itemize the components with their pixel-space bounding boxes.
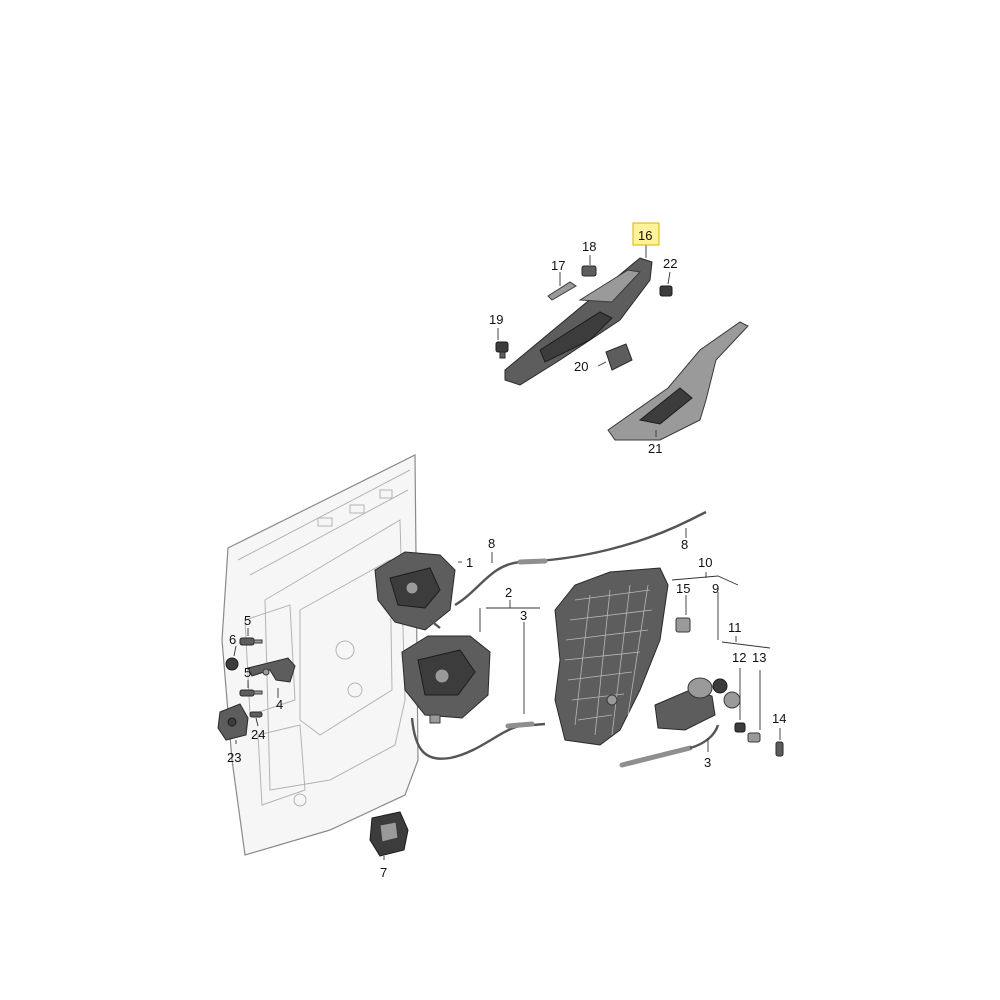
callout-17: 17 bbox=[551, 258, 565, 273]
callout-12: 12 bbox=[732, 650, 746, 665]
clip-17 bbox=[547, 281, 577, 301]
bracket-7 bbox=[369, 811, 409, 857]
callout-1: 1 bbox=[466, 555, 473, 570]
callout-11: 11 bbox=[728, 620, 742, 635]
callout-21: 21 bbox=[648, 441, 662, 456]
callout-6: 6 bbox=[229, 632, 236, 647]
callout-8-right: 8 bbox=[681, 537, 688, 552]
bushing-13 bbox=[747, 732, 761, 743]
cap-20 bbox=[605, 343, 633, 371]
rubber-stop-15 bbox=[675, 617, 691, 633]
washer-12 bbox=[734, 722, 746, 733]
callout-labels: 1 2 3 3 4 5 5 6 7 8 8 9 10 11 12 13 14 1… bbox=[227, 228, 786, 880]
callout-8-left: 8 bbox=[488, 536, 495, 551]
carrier-plate-9 bbox=[554, 567, 669, 746]
callout-24: 24 bbox=[251, 727, 265, 742]
callout-4: 4 bbox=[276, 697, 283, 712]
door-lock-2 bbox=[401, 635, 491, 724]
release-cable-3-left bbox=[410, 717, 546, 760]
callout-5-lower: 5 bbox=[244, 665, 251, 680]
highlight-box-16 bbox=[632, 222, 660, 246]
screw-19 bbox=[495, 341, 509, 359]
callout-3-left: 3 bbox=[520, 608, 527, 623]
release-cable-3-right bbox=[619, 724, 720, 768]
callout-14: 14 bbox=[772, 711, 786, 726]
striker-23 bbox=[217, 703, 249, 741]
bolt-14 bbox=[775, 741, 784, 757]
callout-2: 2 bbox=[505, 585, 512, 600]
clip-22 bbox=[659, 285, 673, 297]
clip-18 bbox=[581, 265, 597, 277]
callout-5-upper: 5 bbox=[244, 613, 251, 628]
callout-22: 22 bbox=[663, 256, 677, 271]
door-check-strap-4 bbox=[247, 657, 296, 683]
callout-20: 20 bbox=[574, 359, 588, 374]
bolt-5-upper bbox=[239, 637, 263, 646]
callout-7: 7 bbox=[380, 865, 387, 880]
trim-panel-21 bbox=[607, 321, 749, 441]
door-lock-1 bbox=[374, 551, 456, 631]
bolt-5-lower bbox=[239, 689, 263, 697]
callout-3-right: 3 bbox=[704, 755, 711, 770]
callout-19: 19 bbox=[489, 312, 503, 327]
window-motor-11 bbox=[654, 677, 741, 731]
callout-15: 15 bbox=[676, 581, 690, 596]
callout-10: 10 bbox=[698, 555, 712, 570]
callout-9: 9 bbox=[712, 581, 719, 596]
screw-24 bbox=[249, 711, 263, 718]
nut-6 bbox=[225, 657, 239, 671]
callout-23: 23 bbox=[227, 750, 241, 765]
callout-16: 16 bbox=[638, 228, 652, 243]
release-cable-8 bbox=[454, 510, 707, 607]
door-inner-panel bbox=[221, 454, 419, 856]
handle-bracket-16 bbox=[504, 257, 653, 386]
callout-18: 18 bbox=[582, 239, 596, 254]
callout-13: 13 bbox=[752, 650, 766, 665]
leader-lines bbox=[233, 244, 781, 860]
